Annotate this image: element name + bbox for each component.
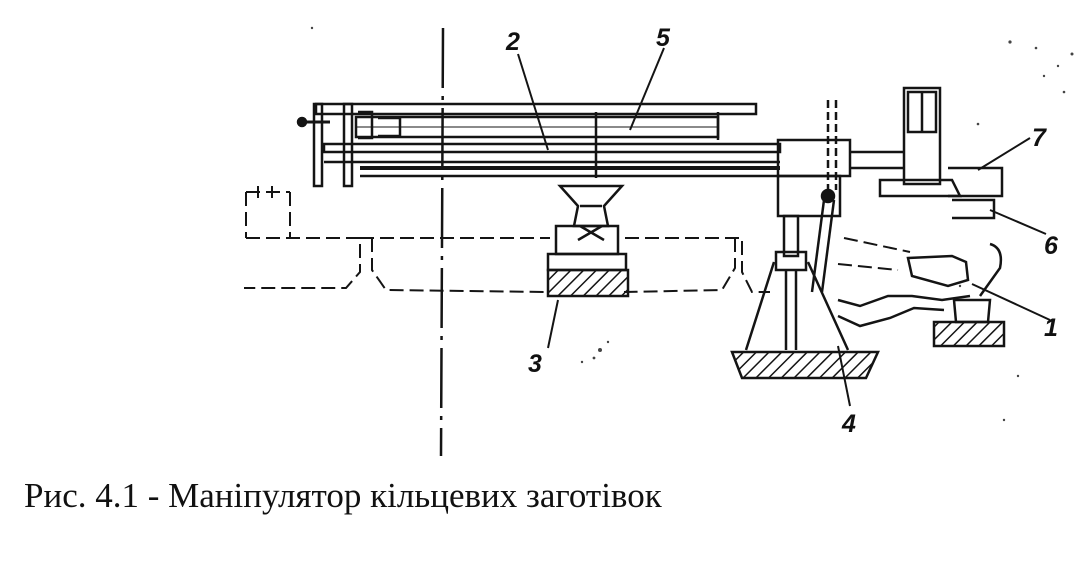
callout-1: 1 xyxy=(1044,314,1058,342)
callout-4: 4 xyxy=(841,410,856,438)
vertical-axis-line xyxy=(439,27,445,457)
callout-3: 3 xyxy=(528,350,542,378)
boom-assembly xyxy=(296,102,782,188)
left-support xyxy=(546,184,630,298)
scan-specks xyxy=(310,26,1074,422)
callout-6: 6 xyxy=(1044,232,1059,260)
callout-7: 7 xyxy=(1032,124,1047,152)
callout-2: 2 xyxy=(505,28,520,56)
figure-caption: Рис. 4.1 - Маніпулятор кільцевих заготів… xyxy=(24,476,662,515)
leader-lines xyxy=(517,47,1051,407)
callout-5: 5 xyxy=(656,24,671,52)
gripper-unit xyxy=(837,242,1006,348)
carriage-and-cylinder xyxy=(776,86,1004,293)
conveyor-outline xyxy=(244,186,911,293)
